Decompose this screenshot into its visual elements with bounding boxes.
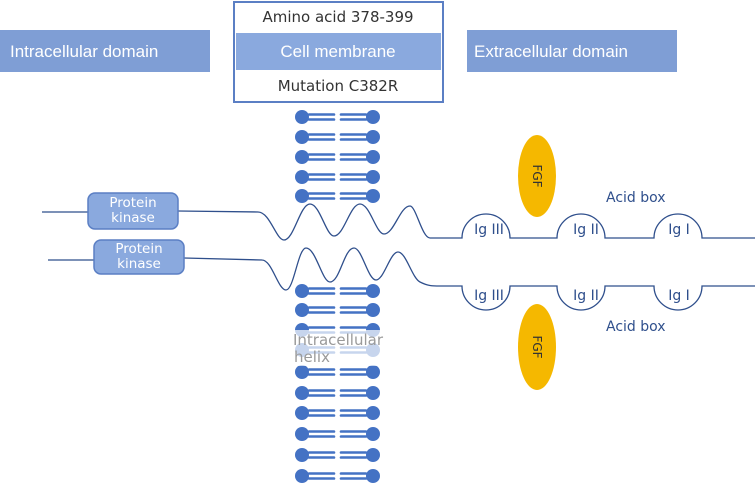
- protein-kinase-box-2: [93, 239, 185, 275]
- fgf-label-top: FGF: [530, 164, 544, 187]
- fgf-label-bottom: FGF: [530, 335, 544, 358]
- lipid-head: [295, 427, 309, 441]
- intracellular-domain-box: [0, 30, 210, 72]
- lipid-head: [366, 427, 380, 441]
- ig-ii-label-top: Ig II: [573, 222, 599, 238]
- amino-acid-label: Amino acid 378-399: [262, 8, 413, 26]
- lipid-head: [366, 284, 380, 298]
- acid-box-label-top: Acid box: [606, 190, 666, 206]
- lipid-head: [295, 284, 309, 298]
- lipid-row: [295, 427, 380, 441]
- acid-box-label-bottom: Acid box: [606, 319, 666, 335]
- lipid-row: [295, 170, 380, 184]
- lipid-row: [295, 189, 380, 203]
- ig-iii-label-bottom: Ig III: [474, 288, 504, 304]
- lipid-head: [295, 130, 309, 144]
- lipid-head: [366, 110, 380, 124]
- lipid-row: [295, 406, 380, 420]
- intracellular-helix-line2: helix: [294, 348, 330, 366]
- lipid-row: [295, 303, 380, 317]
- lipid-head: [366, 170, 380, 184]
- lipid-head: [295, 189, 309, 203]
- lipid-head: [295, 469, 309, 483]
- chain2-transmembrane-helix: [183, 247, 458, 291]
- lipid-bilayer-top: [295, 110, 380, 203]
- lipid-head: [366, 130, 380, 144]
- lipid-row: [295, 469, 380, 483]
- cell-membrane-label: Cell membrane: [280, 42, 395, 61]
- lipid-head: [366, 448, 380, 462]
- protein-kinase-2-line1: Protein: [115, 241, 162, 257]
- lipid-row: [295, 284, 380, 298]
- protein-kinase-box-1: [87, 192, 179, 230]
- protein-kinase-1-line1: Protein: [109, 195, 156, 211]
- extracellular-domain-box: [467, 30, 677, 72]
- ig-i-label-top: Ig I: [668, 222, 690, 238]
- lipid-head: [295, 303, 309, 317]
- lipid-head: [366, 469, 380, 483]
- chain1-ig-domains: [458, 213, 755, 239]
- lipid-row: [295, 365, 380, 379]
- protein-kinase-2-line2: kinase: [117, 256, 161, 272]
- ig-iii-label-top: Ig III: [474, 222, 504, 238]
- lipid-row: [295, 386, 380, 400]
- lipid-head: [295, 170, 309, 184]
- lipid-row: [295, 448, 380, 462]
- lipid-head: [366, 406, 380, 420]
- lipid-head: [295, 110, 309, 124]
- lipid-head: [366, 365, 380, 379]
- lipid-row: [295, 130, 380, 144]
- helix-label-backdrop: [285, 330, 385, 366]
- lipid-head: [366, 150, 380, 164]
- lipid-head: [366, 189, 380, 203]
- lipid-head: [366, 386, 380, 400]
- lipid-head: [295, 365, 309, 379]
- protein-kinase-1-line2: kinase: [111, 210, 155, 226]
- intracellular-domain-label: Intracellular domain: [10, 42, 158, 61]
- mutation-label: Mutation C382R: [278, 77, 399, 95]
- ig-i-label-bottom: Ig I: [668, 288, 690, 304]
- chain2-ig-domains: [458, 285, 755, 311]
- lipid-head: [295, 406, 309, 420]
- lipid-head: [295, 448, 309, 462]
- lipid-row: [295, 150, 380, 164]
- cell-membrane-band: [236, 33, 441, 70]
- lipid-head: [366, 303, 380, 317]
- lipid-row: [295, 110, 380, 124]
- lipid-head: [295, 150, 309, 164]
- lipid-head: [295, 386, 309, 400]
- fgf-ligand-top: [518, 135, 556, 217]
- intracellular-helix-line1: Intracellular: [293, 331, 384, 349]
- ig-ii-label-bottom: Ig II: [573, 288, 599, 304]
- lipid-bilayer-bottom: [295, 284, 380, 483]
- extracellular-domain-label: Extracellular domain: [474, 42, 628, 61]
- chain1-transmembrane-helix: [177, 203, 458, 241]
- fgf-ligand-bottom: [518, 304, 556, 390]
